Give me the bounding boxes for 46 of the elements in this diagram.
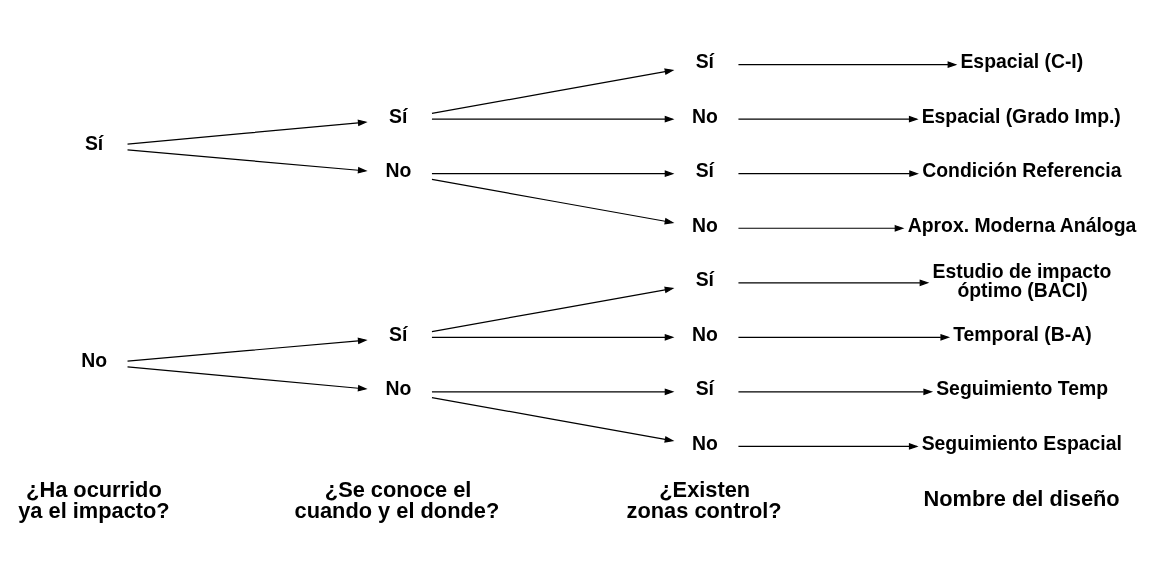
node-text: Aprox. Moderna Análoga xyxy=(907,213,1137,236)
arrow xyxy=(126,118,368,145)
label: ¿Se conoce el cuando y el donde? xyxy=(294,476,500,523)
node-text: No xyxy=(81,348,108,371)
label: ¿Existen zonas control? xyxy=(626,476,782,523)
arrow xyxy=(126,365,368,392)
arrow xyxy=(431,115,675,123)
arrow xyxy=(737,60,958,68)
label: ¿Ha ocurrido ya el impacto? xyxy=(18,476,170,523)
arrow xyxy=(431,67,675,114)
arrow xyxy=(737,387,934,395)
arrow xyxy=(126,148,368,174)
arrow xyxy=(737,224,905,232)
arrow xyxy=(431,178,675,225)
node-text: Sí xyxy=(389,104,408,127)
arrow xyxy=(431,333,675,341)
arrow xyxy=(737,442,919,450)
label: Nombre del diseño xyxy=(923,485,1120,511)
node-text: Sí xyxy=(695,49,714,72)
node-text: Espacial (C-I) xyxy=(960,49,1084,72)
node-text: Seguimiento Temp xyxy=(936,376,1109,399)
arrow xyxy=(431,286,675,332)
arrow xyxy=(737,169,919,177)
node-text: Condición Referencia xyxy=(922,158,1122,181)
arrow xyxy=(431,396,675,443)
node-text: Sí xyxy=(84,131,104,154)
node-text: Temporal (B-A) xyxy=(953,322,1092,345)
node-text: Estudio de impacto óptimo (BACI) xyxy=(932,259,1112,301)
arrow xyxy=(431,169,675,177)
arrow xyxy=(737,278,930,286)
arrow xyxy=(431,387,675,395)
node-text: No xyxy=(692,322,718,345)
node-text: Sí xyxy=(389,322,408,345)
node-text: No xyxy=(692,213,718,236)
node-text: No xyxy=(692,431,718,454)
node-text: Espacial (Grado Imp.) xyxy=(921,104,1121,127)
node-text: Sí xyxy=(695,376,714,399)
node-text: No xyxy=(385,376,412,399)
node-text: Seguimiento Espacial xyxy=(921,431,1122,454)
arrow xyxy=(737,333,951,341)
node-text: Sí xyxy=(695,158,714,181)
node-text: No xyxy=(692,104,718,127)
arrow xyxy=(737,115,919,123)
node-text: Sí xyxy=(695,267,714,290)
node-text: No xyxy=(385,158,412,181)
arrow xyxy=(126,336,368,362)
